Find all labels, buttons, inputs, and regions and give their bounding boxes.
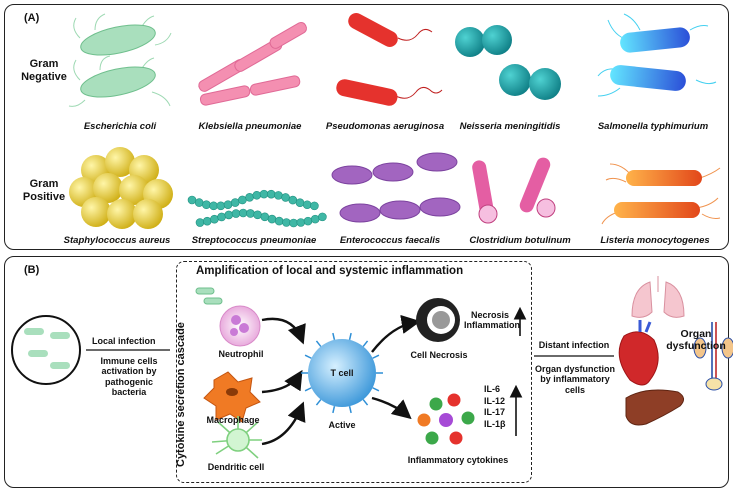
neutrophil-illustration: [219, 305, 261, 347]
t-cell-illustration: [301, 332, 383, 414]
liver-illustration: [625, 389, 684, 426]
cell-necrosis-label: Cell Necrosis: [410, 350, 468, 360]
active-label: Active: [328, 420, 356, 430]
inflammatory-cytokines-label: Inflammatory cytokines: [407, 455, 509, 465]
species-clostridium-botulinum: Clostridium botulinum: [469, 235, 571, 246]
small-bacteria-icon: [195, 287, 223, 305]
t-cell-label: T cell: [330, 368, 354, 378]
species-enterococcus-faecalis: Enterococcus faecalis: [339, 235, 441, 246]
necrosis-inflammation-label: Necrosis Inflammation: [464, 310, 521, 331]
neisseria-illustration: [455, 25, 561, 100]
species-salmonella-typhimurium: Salmonella typhimurium: [597, 121, 709, 132]
organ-dysfunction-label: Organ dysfunction: [666, 328, 726, 353]
local-infection-illustration: [11, 315, 81, 385]
panel-a-label: (A): [24, 12, 40, 24]
klebsiella-illustration: [198, 22, 307, 106]
amplification-title: Amplification of local and systemic infl…: [196, 265, 464, 277]
ecoli-illustration: [68, 13, 172, 107]
gram-positive-label: Gram Positive: [22, 178, 66, 203]
amplification-box: [176, 261, 532, 483]
local-infection-label: Local infection: [92, 336, 156, 346]
staphylococcus-illustration: [69, 147, 173, 229]
lungs-illustration: [631, 276, 685, 318]
species-streptococcus-pneumoniae: Streptococcus pneumoniae: [191, 235, 317, 246]
cytokines-illustration: [417, 393, 475, 445]
species-klebsiella-pneumoniae: Klebsiella pneumoniae: [198, 121, 302, 132]
dendritic-cell-label: Dendritic cell: [207, 462, 265, 472]
cell-necrosis-illustration: [416, 298, 460, 342]
species-staphylococcus-aureus: Staphylococcus aureus: [63, 235, 171, 246]
clostridium-illustration: [472, 157, 556, 224]
species-pseudomonas-aeruginosa: Pseudomonas aeruginosa: [325, 121, 445, 132]
streptococcus-illustration: [187, 189, 327, 228]
species-neisseria-meningitidis: Neisseria meningitidis: [459, 121, 561, 132]
gram-negative-label: Gram Negative: [21, 58, 67, 83]
immune-activation-label: Immune cells activation by pathogenic ba…: [100, 356, 158, 398]
macrophage-label: Macrophage: [206, 415, 260, 425]
panel-a-frame: [4, 4, 729, 250]
panel-b-label: (B): [24, 264, 40, 276]
macrophage-illustration: [203, 371, 261, 423]
panel-b-frame: [4, 256, 729, 488]
cytokine-list-label: IL-6 IL-12 IL-17 IL-1β: [484, 384, 506, 430]
salmonella-illustration: [597, 13, 717, 97]
neutrophil-label: Neutrophil: [218, 349, 264, 359]
kidneys-illustration: [693, 322, 733, 391]
cytokine-cascade-label: Cytokine secretion cascade: [175, 322, 187, 467]
distant-infection-label: Distant infection: [538, 340, 610, 350]
listeria-illustration: [601, 163, 721, 225]
pseudomonas-illustration: [336, 13, 443, 106]
species-listeria-monocytogenes: Listeria monocytogenes: [600, 235, 710, 246]
enterococcus-illustration: [331, 152, 461, 223]
heart-illustration: [618, 320, 659, 386]
organ-dysfunction-cells-label: Organ dysfunction by inflammatory cells: [534, 364, 615, 395]
species-escherichia-coli: Escherichia coli: [83, 121, 157, 132]
dendritic-cell-illustration: [211, 416, 262, 459]
